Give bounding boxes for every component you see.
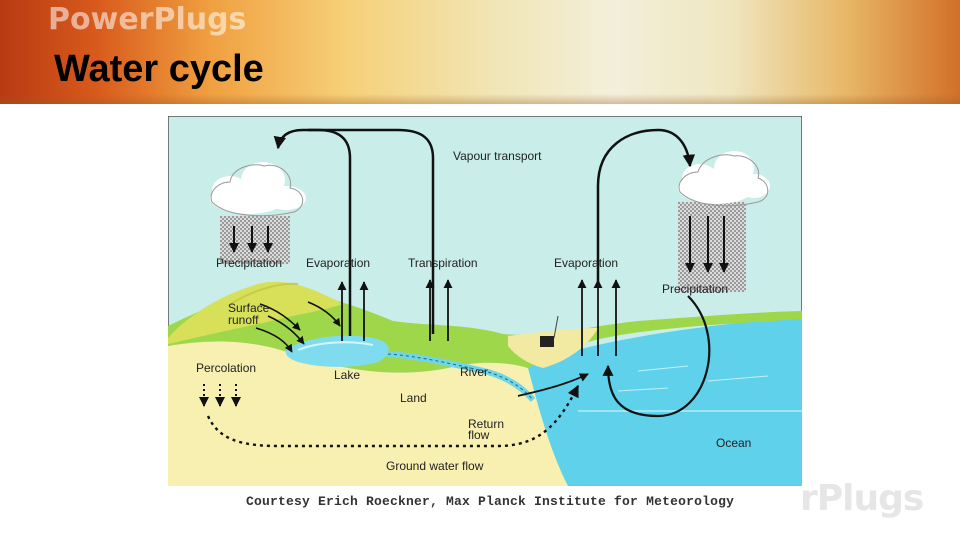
- label-groundwater-flow: Ground water flow: [386, 459, 484, 473]
- precipitation-arrows: [229, 216, 729, 273]
- cloud-left: [210, 162, 306, 217]
- groundwater-flow-arrow: [206, 384, 580, 448]
- label-surface-runoff: Surface: [228, 301, 270, 315]
- label-precipitation-left: Precipitation: [216, 256, 282, 270]
- beach: [508, 328, 598, 368]
- vapour-transport-arrows: [273, 128, 696, 336]
- evaporation-arrows: [337, 279, 621, 356]
- label-return-flow-2: flow: [468, 428, 490, 442]
- label-river: River: [460, 365, 488, 379]
- return-flow-arrow: [517, 373, 589, 397]
- slide-title: Water cycle: [54, 48, 264, 90]
- logo-watermark: rPlugs: [800, 478, 924, 519]
- ocean-loop-arrow: [602, 295, 711, 418]
- label-land: Land: [400, 391, 427, 405]
- label-return-flow: Return: [468, 417, 504, 431]
- brand-watermark: PowerPlugs: [48, 2, 247, 37]
- hills: [168, 281, 343, 344]
- cloud-right: [678, 151, 770, 207]
- label-evaporation-left: Evaporation: [306, 256, 370, 270]
- rain-left: [220, 216, 290, 264]
- surface-runoff-arrows: [255, 301, 341, 353]
- label-transpiration: Transpiration: [408, 256, 478, 270]
- label-precipitation-right: Precipitation: [662, 282, 728, 296]
- label-evaporation-right: Evaporation: [554, 256, 618, 270]
- rain-right: [678, 202, 746, 292]
- water-cycle-diagram: Vapour transport Precipitation Evaporati…: [168, 116, 802, 486]
- soil: [168, 341, 568, 486]
- label-percolation: Percolation: [196, 361, 256, 375]
- label-vapour-transport: Vapour transport: [453, 149, 542, 163]
- label-ocean: Ocean: [716, 436, 751, 450]
- percolation-arrows: [199, 384, 241, 407]
- title-banner: PowerPlugs Water cycle: [0, 0, 960, 104]
- building: [540, 336, 554, 347]
- image-credit: Courtesy Erich Roeckner, Max Planck Inst…: [246, 494, 735, 509]
- ocean-water: [523, 316, 802, 486]
- label-surface-runoff-2: runoff: [228, 313, 259, 327]
- label-lake: Lake: [334, 368, 360, 382]
